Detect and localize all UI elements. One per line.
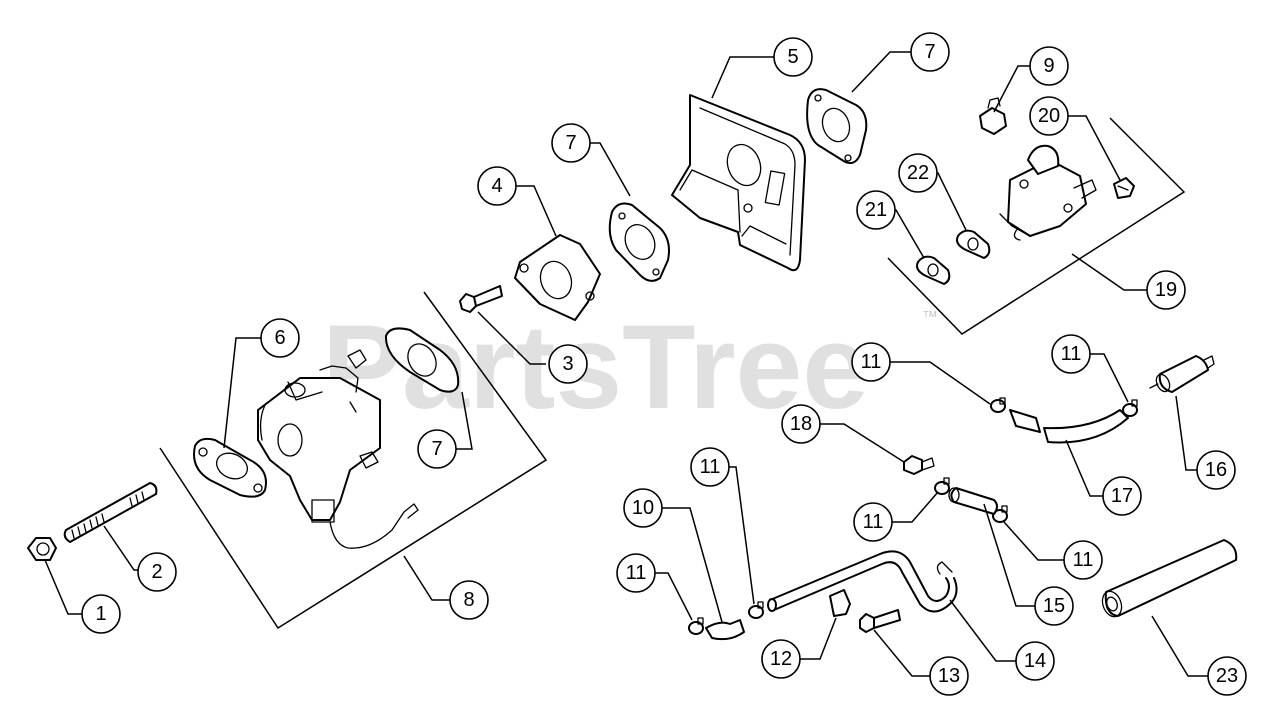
callout-7-mid-label: 7: [565, 132, 576, 154]
callout-1[interactable]: 1: [81, 594, 121, 634]
callout-21[interactable]: 21: [856, 190, 896, 230]
part-fitting-20[interactable]: [1113, 177, 1135, 199]
callout-10[interactable]: 10: [623, 488, 663, 528]
part-shield[interactable]: [671, 94, 806, 272]
callout-11-f[interactable]: 11: [616, 553, 656, 593]
callout-11-c[interactable]: 11: [853, 502, 893, 542]
part-fuel-filter[interactable]: [1149, 355, 1215, 394]
callout-6-label: 6: [274, 327, 285, 349]
callout-6[interactable]: 6: [260, 318, 300, 358]
part-gasket-carb[interactable]: [193, 437, 267, 498]
callout-20-label: 20: [1038, 105, 1060, 127]
part-clamp-c[interactable]: [934, 477, 950, 495]
callout-19[interactable]: 19: [1146, 270, 1186, 310]
part-clamp-b[interactable]: [1122, 399, 1138, 417]
callout-7-left[interactable]: 7: [417, 429, 457, 469]
callout-1-label: 1: [95, 603, 106, 625]
callout-16[interactable]: 16: [1196, 450, 1236, 490]
part-clamp-a[interactable]: [990, 397, 1006, 413]
callout-11-f-label: 11: [626, 562, 647, 584]
part-gasket-21[interactable]: [916, 255, 951, 285]
callout-11-e-label: 11: [700, 456, 721, 478]
callout-13[interactable]: 13: [929, 656, 969, 696]
callout-22-label: 22: [907, 162, 929, 184]
part-stud[interactable]: [63, 482, 158, 543]
callout-11-e[interactable]: 11: [690, 447, 730, 487]
callout-11-c-label: 11: [863, 511, 884, 533]
part-clip[interactable]: [829, 589, 851, 617]
part-hose-long[interactable]: [1099, 539, 1238, 619]
callout-7-left-label: 7: [431, 438, 442, 460]
callout-11-d[interactable]: 11: [1063, 540, 1103, 580]
callout-23-label: 23: [1216, 665, 1238, 687]
callout-16-label: 16: [1205, 459, 1227, 481]
part-screw[interactable]: [859, 609, 901, 633]
part-clamp-d[interactable]: [992, 505, 1008, 523]
part-nut[interactable]: [27, 537, 57, 561]
callout-7-mid[interactable]: 7: [551, 123, 591, 163]
part-fuel-tube[interactable]: [767, 550, 958, 613]
callout-19-label: 19: [1155, 279, 1177, 301]
assembly-outline-8: [159, 291, 548, 630]
callout-23[interactable]: 23: [1207, 656, 1247, 696]
part-spacer[interactable]: [514, 234, 601, 321]
callout-13-label: 13: [938, 665, 960, 687]
part-gasket-22[interactable]: [956, 229, 991, 259]
part-hose-elbow[interactable]: [705, 619, 745, 641]
part-fitting[interactable]: [979, 97, 1007, 135]
callout-9-label: 9: [1043, 55, 1054, 77]
callout-10-label: 10: [632, 497, 654, 519]
callout-8-label: 8: [463, 589, 474, 611]
callout-4-label: 4: [491, 175, 502, 197]
callout-17[interactable]: 17: [1102, 476, 1142, 516]
part-hose-curved[interactable]: [1009, 409, 1129, 444]
watermark-trademark: ™: [922, 309, 938, 326]
part-clamp-f[interactable]: [688, 617, 704, 635]
part-carburetor[interactable]: [257, 349, 419, 549]
callout-9[interactable]: 9: [1029, 46, 1069, 86]
callout-11-b[interactable]: 11: [1051, 334, 1091, 374]
part-clamp-e[interactable]: [748, 601, 764, 619]
callout-14-label: 14: [1024, 650, 1046, 672]
callout-15-label: 15: [1043, 595, 1065, 617]
callout-12[interactable]: 12: [761, 639, 801, 679]
callout-15[interactable]: 15: [1034, 586, 1074, 626]
callout-18[interactable]: 18: [781, 404, 821, 444]
part-gasket-7-left[interactable]: [384, 327, 460, 393]
callout-7-top[interactable]: 7: [910, 32, 950, 72]
callout-2-label: 2: [151, 561, 162, 583]
callout-20[interactable]: 20: [1029, 96, 1069, 136]
callout-2[interactable]: 2: [137, 552, 177, 592]
callout-3[interactable]: 3: [548, 344, 588, 384]
callout-11-a-label: 11: [861, 351, 882, 373]
callout-11-a[interactable]: 11: [851, 342, 891, 382]
callout-4[interactable]: 4: [477, 166, 517, 206]
callout-3-label: 3: [562, 353, 573, 375]
assembly-outline-19: [887, 117, 1186, 335]
callout-11-b-label: 11: [1061, 343, 1082, 365]
callout-5-label: 5: [787, 46, 798, 68]
callout-18-label: 18: [790, 413, 812, 435]
callout-5[interactable]: 5: [773, 37, 813, 77]
part-hose-short[interactable]: [948, 487, 998, 515]
part-gasket-7-top[interactable]: [806, 88, 868, 165]
part-bolt[interactable]: [459, 285, 503, 313]
callout-12-label: 12: [770, 648, 792, 670]
callout-21-label: 21: [865, 199, 887, 221]
part-fuel-pump[interactable]: [999, 144, 1097, 241]
part-fitting-18[interactable]: [903, 455, 935, 475]
callout-11-d-label: 11: [1073, 549, 1094, 571]
callout-14[interactable]: 14: [1015, 641, 1055, 681]
part-gasket-7-mid[interactable]: [608, 202, 670, 282]
callout-17-label: 17: [1111, 485, 1133, 507]
callout-8[interactable]: 8: [449, 580, 489, 620]
callout-7-top-label: 7: [924, 41, 935, 63]
callout-22[interactable]: 22: [898, 153, 938, 193]
